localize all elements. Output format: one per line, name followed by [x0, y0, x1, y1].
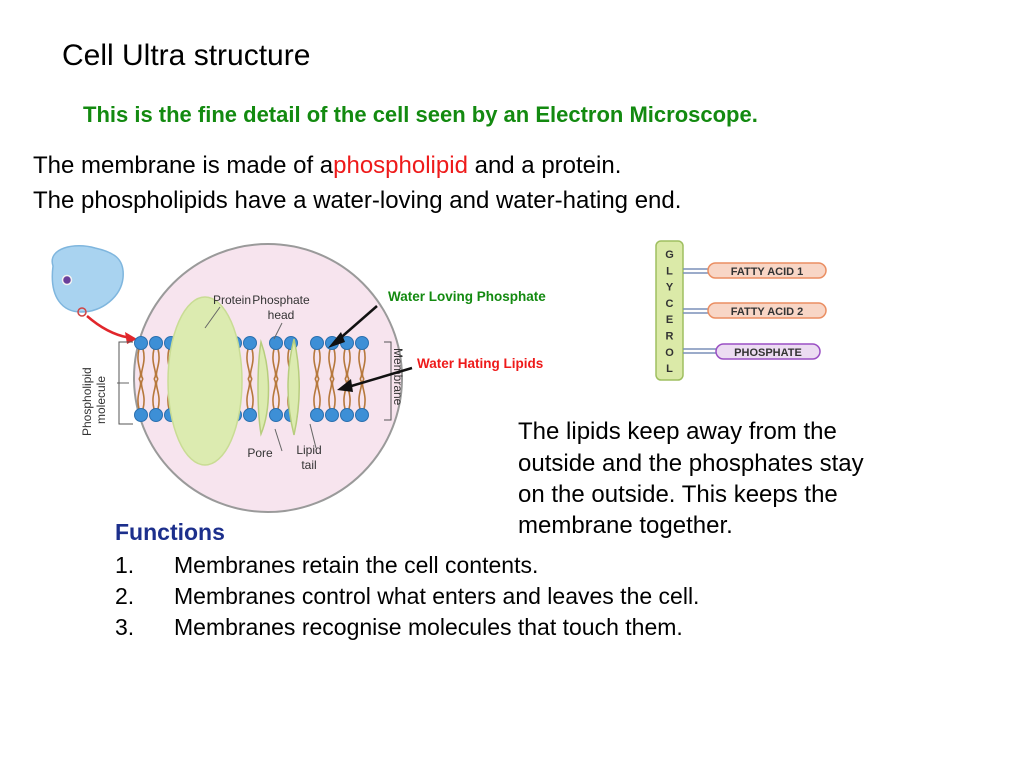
phosphate-head	[149, 408, 163, 422]
intro-line-1-start: The membrane is made of a	[33, 152, 334, 179]
fatty-acid-1-label: FATTY ACID 1	[731, 266, 804, 278]
side-text-line-1: The lipids keep away from the	[518, 418, 837, 445]
phosphate-head	[310, 408, 324, 422]
glycerol-letter: O	[665, 347, 674, 359]
phosphate-head	[355, 408, 369, 422]
phosphate-head	[340, 408, 354, 422]
intro-line-2: The phospholipids have a water-loving an…	[33, 187, 682, 214]
protein-label: Protein	[213, 293, 251, 307]
phosphate-head	[243, 336, 257, 350]
phospholipid-molecule-label-2: molecule	[94, 376, 108, 424]
phosphate-label: PHOSPHATE	[734, 347, 802, 359]
lipid-tail	[328, 348, 336, 410]
lipid-tail	[272, 348, 280, 410]
lipid-tail-label-2: tail	[301, 458, 316, 472]
phosphate-head	[243, 408, 257, 422]
function-item-number: 3.	[115, 614, 135, 640]
lipid-tail	[343, 348, 351, 410]
intro-line-1: The membrane is made of aphospholipid an…	[33, 149, 621, 183]
glycerol-letter: Y	[666, 282, 674, 294]
lipid-tail	[137, 348, 145, 410]
pore-label: Pore	[247, 446, 273, 460]
side-text-line-2: outside and the phosphates stay	[518, 450, 864, 477]
phosphate-head	[355, 336, 369, 350]
function-item-text: Membranes recognise molecules that touch…	[174, 614, 683, 640]
phosphate-head-label-2: head	[268, 308, 295, 322]
fatty-acid-2-label: FATTY ACID 2	[731, 306, 804, 318]
fatty-acid-2-group: FATTY ACID 2	[683, 302, 827, 319]
phospholipid-bracket	[118, 341, 133, 425]
lipid-tail	[246, 348, 254, 410]
side-text-line-3: on the outside. This keeps the	[518, 481, 838, 508]
glycerol-letter: G	[665, 249, 674, 261]
glycerol-letter: L	[666, 363, 673, 375]
phosphate-head	[269, 408, 283, 422]
phospholipid-highlight: phospholipid	[333, 152, 468, 179]
membrane-bracket	[384, 341, 392, 421]
lipid-tail	[358, 348, 366, 410]
side-text-line-4: membrane together.	[518, 512, 733, 539]
membrane-diagram: Protein Phosphate head Pore Lipid tail M…	[51, 243, 546, 513]
water-loving-callout: Water Loving Phosphate	[388, 289, 546, 304]
slide-subtitle: This is the fine detail of the cell seen…	[83, 102, 758, 127]
water-hating-callout: Water Hating Lipids	[417, 356, 543, 371]
function-item-number: 1.	[115, 552, 135, 578]
phosphate-head	[310, 336, 324, 350]
glycerol-backbone	[655, 240, 684, 381]
phosphate-head	[325, 408, 339, 422]
phospholipid-bilayer	[134, 336, 369, 422]
functions-heading: Functions	[115, 519, 225, 545]
function-item-number: 2.	[115, 583, 135, 609]
protein-shapes	[167, 296, 300, 466]
phospholipid-molecule-label-1: Phospholipid	[80, 367, 94, 436]
glycerol-letter: C	[666, 298, 674, 310]
callout-arrows	[328, 305, 413, 392]
intro-line-1-end: and a protein.	[467, 152, 622, 179]
lipid-tail-label-1: Lipid	[296, 443, 321, 457]
cell-thumbnail	[51, 245, 137, 344]
glycerol-letter: E	[666, 314, 673, 326]
function-item-text: Membranes control what enters and leaves…	[174, 583, 700, 609]
phosphate-group: PHOSPHATE	[683, 343, 821, 360]
function-item-text: Membranes retain the cell contents.	[174, 552, 539, 578]
phosphate-head	[269, 336, 283, 350]
fatty-acid-1-group: FATTY ACID 1	[683, 262, 827, 279]
lipid-tail	[313, 348, 321, 410]
glycerol-letter: L	[666, 265, 673, 277]
membrane-label: Membrane	[391, 348, 405, 406]
phosphate-head	[149, 336, 163, 350]
slide-title: Cell Ultra structure	[62, 39, 311, 72]
lipid-tail	[152, 348, 160, 410]
phosphate-head	[134, 408, 148, 422]
glycerol-letter: R	[666, 331, 674, 343]
phosphate-head	[134, 336, 148, 350]
phosphate-head-label-1: Phosphate	[252, 293, 310, 307]
